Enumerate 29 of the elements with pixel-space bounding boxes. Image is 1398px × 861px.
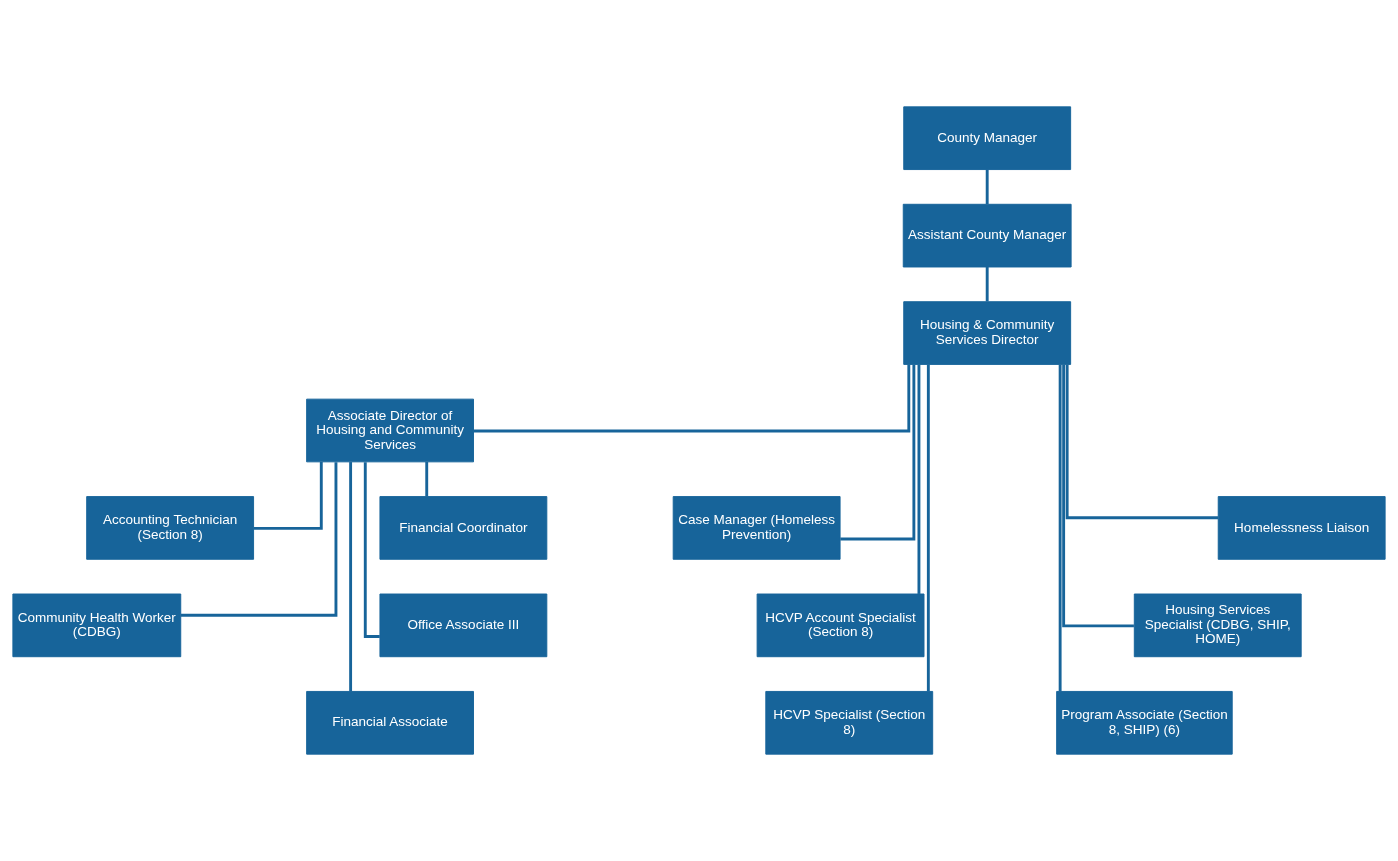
node-box: Case Manager (Homeless Prevention) — [672, 496, 841, 560]
connector — [1062, 364, 1134, 628]
node-box: Community Health Worker (CDBG) — [12, 593, 182, 658]
node-box: Program Associate (Section 8, SHIP) (6) — [1056, 690, 1233, 755]
connector — [349, 462, 353, 692]
connector — [1058, 364, 1062, 692]
connector — [1065, 364, 1218, 520]
node-box: Office Associate III — [379, 593, 548, 658]
node-box: Accounting Technician (Section 8) — [86, 496, 255, 560]
node-box: Assistant County Manager — [902, 203, 1072, 268]
node-box: HCVP Specialist (Section 8) — [765, 690, 934, 755]
connector — [917, 364, 921, 594]
node-box: County Manager — [903, 106, 1072, 171]
node-box: Homelessness Liaison — [1217, 496, 1386, 560]
connector — [926, 364, 930, 692]
connector — [985, 169, 989, 204]
node-box: Associate Director of Housing and Community Services — [306, 398, 474, 463]
connector — [180, 462, 338, 617]
connector — [473, 364, 911, 433]
node-box: Housing & Community Services Director — [903, 301, 1072, 365]
connector — [840, 364, 916, 541]
connector — [253, 462, 323, 530]
node-box: HCVP Account Specialist (Section 8) — [756, 593, 925, 658]
connector — [425, 461, 429, 497]
node-box: Housing Services Specialist (CDBG, SHIP, HOME) — [1133, 593, 1302, 658]
node-box: Financial Coordinator — [379, 496, 548, 560]
connector — [985, 267, 989, 302]
connector — [363, 462, 380, 638]
node-box: Financial Associate — [306, 690, 474, 755]
